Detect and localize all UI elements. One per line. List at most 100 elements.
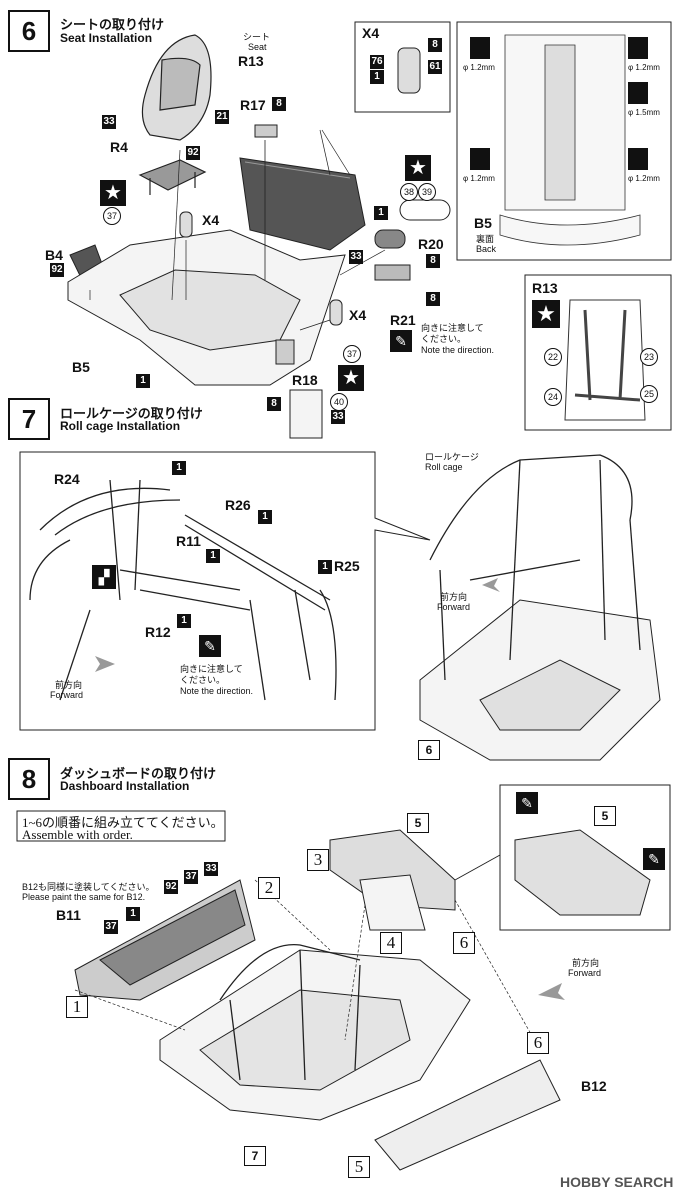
step-8-title-jp: ダッシュボードの取り付け bbox=[60, 766, 217, 781]
forward-label-en-8: Forward bbox=[568, 968, 602, 978]
paint-92-b11: 92 bbox=[164, 880, 178, 894]
note-direction-r21: 向きに注意してください。Note the direction. bbox=[421, 323, 495, 355]
forward-label-jp-8: 前方向 bbox=[572, 958, 600, 968]
label-b11: B11 bbox=[56, 907, 81, 923]
star-mark-r13: ★ bbox=[532, 300, 560, 328]
step-7-title-jp: ロールケージの取り付け bbox=[60, 406, 203, 421]
order-step-5: 5 bbox=[348, 1156, 370, 1178]
ref-5-inset: 5 bbox=[594, 806, 616, 826]
paint-24: 24 bbox=[544, 388, 562, 406]
label-x4-a: X4 bbox=[202, 212, 220, 228]
paint-21: 21 bbox=[215, 110, 229, 124]
forward-label-jp-7: 前方向 bbox=[55, 680, 83, 690]
order-step-4: 4 bbox=[380, 932, 402, 954]
paint-39: 39 bbox=[418, 183, 436, 201]
paint-note-jp: B12も同様に塗装してください。 bbox=[22, 882, 155, 892]
paint-37-b11b: 37 bbox=[104, 920, 118, 934]
paint-1-b11: 1 bbox=[126, 907, 140, 921]
ref-7-body: 7 bbox=[244, 1146, 266, 1166]
brush-icon-r21: ✎ bbox=[390, 330, 412, 352]
paint-8-r21: 8 bbox=[426, 292, 440, 306]
seat-label-jp: シート bbox=[243, 32, 271, 42]
paint-33-r18: 33 bbox=[331, 410, 345, 424]
brush-icon-inset-2: ✎ bbox=[643, 848, 665, 870]
paint-33-b11: 33 bbox=[204, 862, 218, 876]
note-direction-r12: 向きに注意してください。Note the direction. bbox=[180, 664, 254, 696]
paint-1-r11: 1 bbox=[206, 549, 220, 563]
label-r24: R24 bbox=[54, 471, 80, 487]
rollcage-label-jp: ロールケージ bbox=[425, 452, 479, 462]
order-note-jp: 1~6の順番に組み立ててください。 bbox=[22, 815, 224, 830]
paint-37-b: 37 bbox=[343, 345, 361, 363]
drill-size-3: φ 1.5mm bbox=[628, 108, 660, 117]
label-r13-box: R13 bbox=[532, 280, 558, 296]
label-r26: R26 bbox=[225, 497, 251, 513]
paint-22: 22 bbox=[544, 348, 562, 366]
step-6-title-jp: シートの取り付け bbox=[60, 17, 165, 32]
paint-92-b4: 92 bbox=[50, 263, 64, 277]
back-label-en: Back bbox=[476, 244, 497, 254]
paint-61: 61 bbox=[428, 60, 442, 74]
paint-37-b11: 37 bbox=[184, 870, 198, 884]
label-b4: B4 bbox=[45, 247, 63, 263]
paint-33-panel: 33 bbox=[349, 250, 363, 264]
label-r11: R11 bbox=[176, 533, 201, 549]
step-7-number: 7 bbox=[8, 398, 50, 440]
paint-25: 25 bbox=[640, 385, 658, 403]
watermark-logo: HOBBY SEARCH bbox=[560, 1174, 674, 1190]
paint-76: 76 bbox=[370, 55, 384, 69]
star-mark-3: ★ bbox=[338, 365, 364, 391]
paint-1-r26: 1 bbox=[258, 510, 272, 524]
drill-size-5: φ 1.2mm bbox=[628, 174, 660, 183]
rollcage-label-en: Roll cage bbox=[425, 462, 463, 472]
step-8-title-en: Dashboard Installation bbox=[60, 779, 190, 793]
paint-1-panel: 1 bbox=[374, 206, 388, 220]
order-step-3: 3 bbox=[307, 849, 329, 871]
forward-label-jp-7b: 前方向 bbox=[440, 592, 468, 602]
label-r12: R12 bbox=[145, 624, 171, 640]
order-note-en: Assemble with order. bbox=[22, 827, 133, 842]
brush-icon-inset-1: ✎ bbox=[516, 792, 538, 814]
paint-mark-r12: ▞ bbox=[92, 565, 116, 589]
ref-5-dash: 5 bbox=[407, 813, 429, 833]
label-b5-back: B5 bbox=[474, 215, 492, 231]
label-r18: R18 bbox=[292, 372, 318, 388]
paint-8-r17: 8 bbox=[272, 97, 286, 111]
paint-1-floor: 1 bbox=[136, 374, 150, 388]
label-b5: B5 bbox=[72, 359, 90, 375]
forward-label-en-7b: Forward bbox=[437, 602, 471, 612]
paint-1-r25: 1 bbox=[318, 560, 332, 574]
star-mark-1: ★ bbox=[100, 180, 126, 206]
paint-1-x4: 1 bbox=[370, 70, 384, 84]
label-r20: R20 bbox=[418, 236, 444, 252]
step-6-title-en: Seat Installation bbox=[60, 31, 153, 45]
paint-8-x4: 8 bbox=[428, 38, 442, 52]
paint-40: 40 bbox=[330, 393, 348, 411]
order-step-6a: 6 bbox=[453, 932, 475, 954]
forward-label-en-7: Forward bbox=[50, 690, 84, 700]
drill-size-2: φ 1.2mm bbox=[628, 63, 660, 72]
paint-33-seat: 33 bbox=[102, 115, 116, 129]
step-6-number: 6 bbox=[8, 10, 50, 52]
paint-23: 23 bbox=[640, 348, 658, 366]
paint-1-r12: 1 bbox=[177, 614, 191, 628]
paint-38: 38 bbox=[400, 183, 418, 201]
label-r4: R4 bbox=[110, 139, 128, 155]
label-r17: R17 bbox=[240, 97, 266, 113]
brush-icon-r12: ✎ bbox=[199, 635, 221, 657]
label-x4-box: X4 bbox=[362, 25, 380, 41]
star-mark-2: ★ bbox=[405, 155, 431, 181]
label-r21: R21 bbox=[390, 312, 416, 328]
order-step-1: 1 bbox=[66, 996, 88, 1018]
paint-1-r24: 1 bbox=[172, 461, 186, 475]
paint-8-r18: 8 bbox=[267, 397, 281, 411]
back-label-jp: 裏面 bbox=[476, 234, 495, 244]
seat-label-en: Seat bbox=[248, 42, 267, 52]
step-8-number: 8 bbox=[8, 758, 50, 800]
drill-size-1: φ 1.2mm bbox=[463, 63, 495, 72]
paint-note-en: Please paint the same for B12. bbox=[22, 892, 146, 902]
drill-size-4: φ 1.2mm bbox=[463, 174, 495, 183]
label-r13: R13 bbox=[238, 53, 264, 69]
order-step-6b: 6 bbox=[527, 1032, 549, 1054]
